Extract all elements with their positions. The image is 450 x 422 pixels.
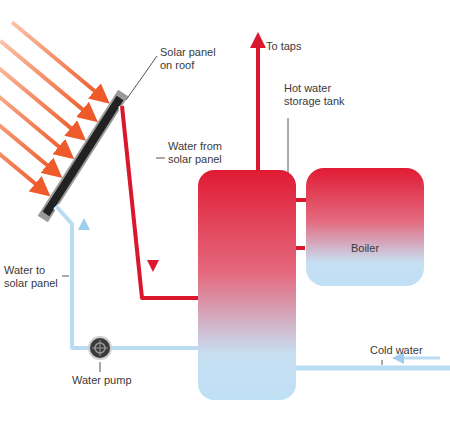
sun-rays xyxy=(0,22,102,190)
inlet-label: Cold water xyxy=(370,344,440,357)
hot-water-outlet xyxy=(256,40,260,172)
boiler-label: Boiler xyxy=(306,242,424,255)
flow-label: Water to solar panel xyxy=(4,264,62,290)
taps-label: To taps xyxy=(266,40,316,53)
water-pump xyxy=(89,337,111,359)
storage-tank: Hot water storage tank xyxy=(198,170,296,400)
sun-ray xyxy=(0,115,43,190)
pump-label: Water pump xyxy=(72,374,142,387)
tank-label: Hot water storage tank xyxy=(284,82,354,108)
sun-ray xyxy=(0,78,67,153)
flow-label: Water from solar panel xyxy=(168,140,232,166)
panel-label: Solar panel on roof xyxy=(160,46,226,72)
boiler-box: Boiler xyxy=(306,168,424,286)
flow-arrow xyxy=(398,357,440,360)
sun-ray xyxy=(0,59,78,134)
flow-arrow xyxy=(83,224,86,340)
solar-panel xyxy=(46,98,120,214)
flow-arrow xyxy=(152,148,155,266)
pipe-connector xyxy=(296,198,306,202)
